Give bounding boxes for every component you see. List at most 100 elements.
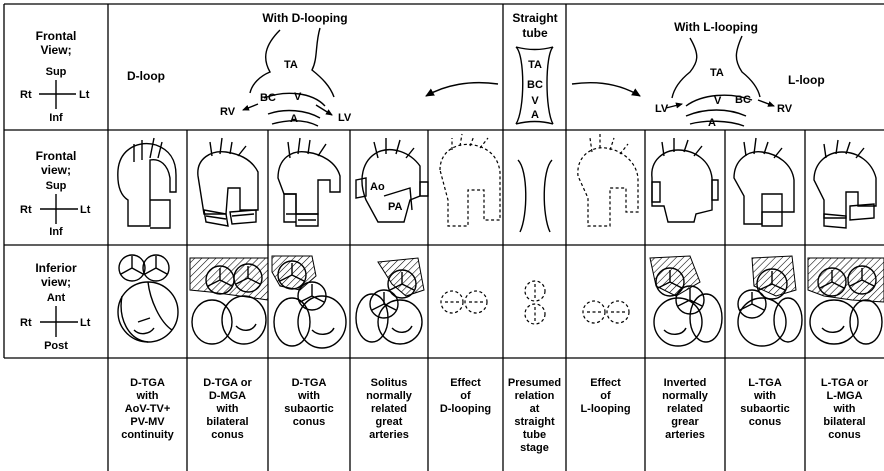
- caption-line: bilateral: [805, 416, 884, 429]
- caption-line: L-TGA or: [805, 377, 884, 390]
- row1-sup: Sup: [46, 66, 67, 78]
- caption-line: Effect: [428, 377, 503, 390]
- inferior-view-col3: [272, 256, 346, 348]
- great-arteries-col3: [278, 138, 340, 226]
- caption-line: D-TGA: [268, 377, 350, 390]
- caption-line: L-MGA: [805, 390, 884, 403]
- caption-line: related: [350, 403, 428, 416]
- d-loop-outline-right: [312, 28, 334, 97]
- caption-col1: D-TGAwithAoV-TV+PV-MVcontinuity: [108, 377, 187, 442]
- row3-rt: Rt: [20, 317, 32, 329]
- tube-ta: TA: [528, 59, 542, 71]
- row2-label-line1: Frontal: [36, 149, 77, 163]
- inferior-view-col4: [356, 258, 424, 344]
- d-loop-ta: TA: [284, 59, 298, 71]
- caption-col3: D-TGAwithsubaorticconus: [268, 377, 350, 429]
- d-loop-label: D-loop: [127, 69, 165, 83]
- straight-tube-line2: tube: [522, 26, 548, 40]
- caption-line: conus: [805, 429, 884, 442]
- l-loop-bc: BC: [735, 94, 751, 106]
- tube-bc: BC: [527, 79, 543, 91]
- caption-line: PV-MV: [108, 416, 187, 429]
- great-arteries-col9: [734, 138, 794, 226]
- row1-rt: Rt: [20, 89, 32, 101]
- orientation-key-row1: Frontal View; Sup Rt Lt Inf: [20, 29, 90, 124]
- d-looping-panel: With D-looping D-loop TA BC V RV LV A: [127, 11, 498, 126]
- row2-sup: Sup: [46, 180, 67, 192]
- caption-line: great: [350, 416, 428, 429]
- l-loop-rv: RV: [777, 103, 793, 115]
- row3-lt: Lt: [80, 317, 91, 329]
- l-loop-outline-right: [736, 36, 760, 97]
- l-loop-lv-arrow: [666, 104, 682, 108]
- tube-v: V: [531, 95, 539, 107]
- caption-line: Presumed: [503, 377, 566, 390]
- caption-line: L-looping: [566, 403, 645, 416]
- straight-tube-panel: Straight tube TA BC V A: [512, 11, 557, 124]
- row2-lt: Lt: [80, 204, 91, 216]
- inferior-view-col5: [441, 291, 487, 313]
- row2-label-line2: view;: [41, 163, 71, 177]
- caption-line: Inverted: [645, 377, 725, 390]
- inferior-view-col1: [118, 255, 178, 342]
- caption-line: L-TGA: [725, 377, 805, 390]
- l-loop-label: L-loop: [788, 73, 825, 87]
- orientation-key-row3: Inferior view; Ant Rt Lt Post: [20, 261, 91, 352]
- d-loop-lv-arrow: [316, 105, 332, 115]
- great-arteries-col5: [440, 134, 500, 226]
- caption-line: tube: [503, 429, 566, 442]
- l-loop-curve-bottom: [690, 121, 744, 126]
- tube-top: [516, 47, 553, 50]
- caption-line: with: [108, 390, 187, 403]
- arrow-to-l-loop: [572, 83, 640, 96]
- d-loop-v: V: [294, 91, 302, 103]
- great-arteries-col10: [814, 140, 876, 228]
- caption-line: with: [268, 390, 350, 403]
- row1-label-line2: View;: [40, 43, 71, 57]
- d-loop-outline-left: [250, 30, 280, 93]
- great-arteries-col2: [198, 138, 258, 226]
- row2-rt: Rt: [20, 204, 32, 216]
- caption-line: arteries: [645, 429, 725, 442]
- inferior-view-col7: [583, 301, 629, 323]
- ao-label: Ao: [370, 181, 385, 193]
- caption-line: arteries: [350, 429, 428, 442]
- great-arteries-col6: [518, 160, 552, 232]
- l-looping-panel: With L-looping L-loop TA BC V RV LV A: [572, 20, 825, 129]
- row1-inf: Inf: [49, 112, 63, 124]
- caption-line: straight: [503, 416, 566, 429]
- caption-line: with: [725, 390, 805, 403]
- caption-line: grear: [645, 416, 725, 429]
- tube-right-wall: [547, 47, 553, 124]
- row2-inf: Inf: [49, 226, 63, 238]
- inferior-view-col6: [525, 281, 545, 324]
- caption-line: with: [805, 403, 884, 416]
- great-arteries-col4: Ao PA: [356, 138, 428, 222]
- caption-line: Solitus: [350, 377, 428, 390]
- straight-tube-line1: Straight: [512, 11, 557, 25]
- caption-line: normally: [645, 390, 725, 403]
- row3-post: Post: [44, 340, 68, 352]
- tube-left-wall: [516, 47, 523, 124]
- caption-line: stage: [503, 442, 566, 455]
- l-looping-header: With L-looping: [674, 20, 758, 34]
- orientation-key-row2: Frontal view; Sup Rt Lt Inf: [20, 149, 91, 238]
- l-loop-v: V: [714, 95, 722, 107]
- d-looping-header: With D-looping: [262, 11, 347, 25]
- caption-line: subaortic: [268, 403, 350, 416]
- caption-line: of: [566, 390, 645, 403]
- d-loop-rv-arrow: [243, 104, 258, 110]
- row3-ant: Ant: [47, 292, 66, 304]
- caption-line: conus: [268, 416, 350, 429]
- row3-label-line1: Inferior: [35, 261, 77, 275]
- caption-line: related: [645, 403, 725, 416]
- inferior-view-col9: [738, 256, 802, 346]
- d-loop-lv: LV: [338, 112, 352, 124]
- caption-line: D-MGA: [187, 390, 268, 403]
- d-loop-a: A: [290, 113, 298, 125]
